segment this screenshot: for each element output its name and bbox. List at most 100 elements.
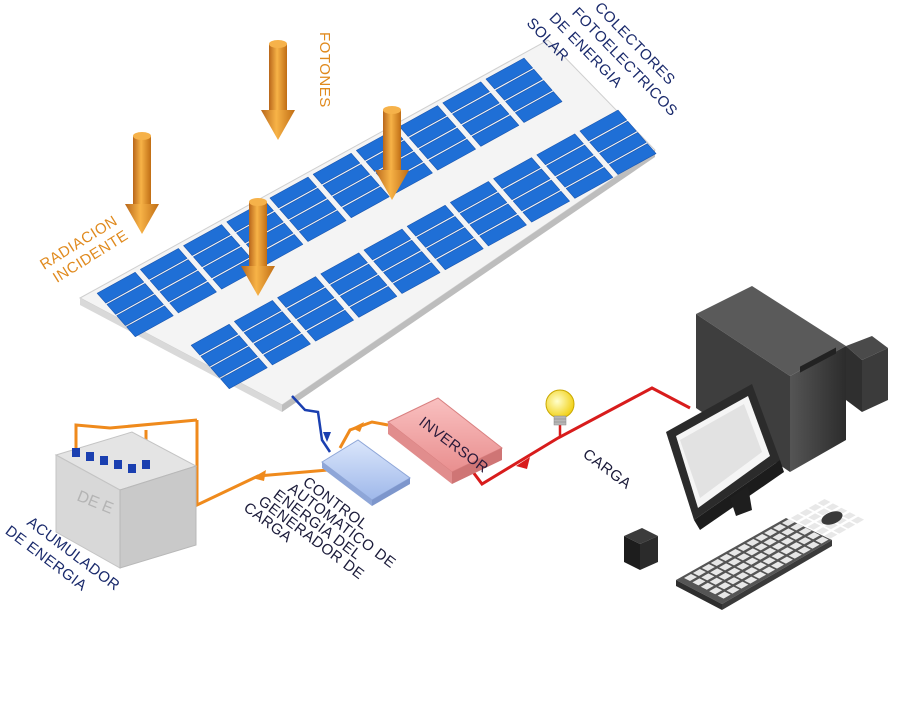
keyboard-key [842, 512, 856, 520]
panel-module-left [96, 57, 563, 338]
panel-left-cell [96, 271, 145, 304]
keyboard-key [692, 569, 706, 576]
computer-monitor [666, 384, 784, 530]
panel-right-cell [416, 216, 464, 248]
keyboard-key [789, 532, 803, 540]
panel-left-cell [116, 294, 164, 326]
keyboard-key [754, 552, 768, 560]
keyboard-key [779, 556, 793, 564]
keyboard-key [764, 529, 778, 536]
keyboard-key [692, 578, 706, 586]
keyboard-key [728, 558, 741, 566]
keyboard-key [710, 559, 724, 566]
panel-right-cell [330, 263, 378, 296]
keyboard-key [797, 546, 811, 554]
panel-left-cell [183, 224, 231, 256]
keyboard-key [808, 513, 822, 521]
keyboard-key [701, 564, 715, 571]
panel-right-cell [393, 262, 441, 294]
keyboard-key [762, 566, 776, 574]
panel-right-cell [426, 227, 474, 259]
keyboard-key [771, 561, 784, 569]
keyboard-key [825, 503, 839, 511]
computer-tower [696, 286, 846, 376]
keyboard-key [717, 591, 731, 599]
keyboard-key [745, 548, 759, 556]
panel-left-cell [495, 69, 543, 101]
load-wire-arrow [516, 457, 530, 469]
battery-terminal-wire-left [74, 418, 198, 452]
panel-left-cell [471, 115, 520, 147]
keyboard-key [824, 531, 838, 539]
keyboard-key [753, 562, 767, 570]
panel-right-cell [296, 298, 345, 331]
keyboard-key [719, 554, 733, 561]
panel-left-cell [140, 248, 188, 280]
charge-controller [321, 439, 411, 506]
panel-right-cell [253, 322, 301, 355]
panel-right-cell [503, 168, 551, 200]
panel-right-cell [459, 192, 508, 224]
keyboard-key [816, 527, 829, 535]
keyboard-key [799, 509, 813, 516]
keyboard-key [744, 567, 758, 575]
keyboard [676, 499, 865, 610]
keyboard-key [763, 538, 777, 546]
keyboard-key [824, 522, 838, 530]
panel-right-cell [406, 205, 455, 237]
panel-right-cell [469, 203, 517, 235]
keyboard-key [727, 567, 741, 575]
keyboard-key [780, 537, 794, 545]
keyboard-key [790, 514, 804, 521]
keyboard-key [709, 587, 723, 595]
panel-left-cell [332, 175, 380, 207]
panel-wire-arrow [323, 432, 331, 442]
panel-left-cell [342, 186, 390, 218]
keyboard-key [763, 547, 777, 555]
keyboard-key [790, 523, 804, 531]
solar-panel [78, 39, 657, 412]
keyboard-key [806, 541, 820, 549]
panel-left-cell [169, 281, 217, 314]
panel-right-cell [287, 287, 335, 320]
battery-terminals [72, 448, 150, 473]
panel-left-cell [418, 127, 467, 160]
keyboard-key [771, 552, 785, 560]
panel-frame-edge-right [282, 150, 655, 412]
keyboard-key [718, 572, 732, 580]
keyboard-key [753, 571, 767, 579]
panel-left-cell [485, 57, 533, 90]
panel-right-cell [450, 181, 498, 213]
panel-right-cell [363, 228, 411, 261]
panel-left-cell [462, 104, 510, 136]
keyboard-key [735, 572, 749, 580]
keyboard-key [710, 568, 724, 576]
panel-left-cell [299, 210, 347, 242]
keyboard-key [807, 532, 821, 540]
keyboard-key [727, 577, 740, 585]
keyboard-key [762, 557, 776, 565]
keyboard-key [709, 577, 723, 585]
keyboard-key [815, 536, 829, 544]
down-arrow-icon [125, 132, 159, 234]
keyboard-key [754, 543, 768, 551]
speaker-icon [624, 528, 658, 570]
panel-right-cell [383, 251, 431, 283]
panel-right-cell [512, 179, 561, 212]
panel-left-cell [279, 188, 327, 220]
keyboard-key [737, 544, 751, 551]
battery-to-control-wire [195, 420, 329, 508]
panel-right-cell [556, 156, 604, 188]
keyboard-key [788, 551, 802, 559]
light-bulb-icon [545, 389, 575, 426]
panel-left-cell [312, 153, 361, 185]
panel-left-cell [399, 105, 447, 137]
panel-left-cell [149, 259, 198, 291]
keyboard-key [773, 524, 786, 531]
control-wire-arrow [352, 422, 364, 432]
panel-right-cell [479, 214, 527, 247]
keyboard-key [833, 517, 847, 525]
down-arrow-icon [261, 40, 295, 140]
panel-left-cell [442, 81, 490, 113]
panel-left-cell [515, 91, 563, 123]
